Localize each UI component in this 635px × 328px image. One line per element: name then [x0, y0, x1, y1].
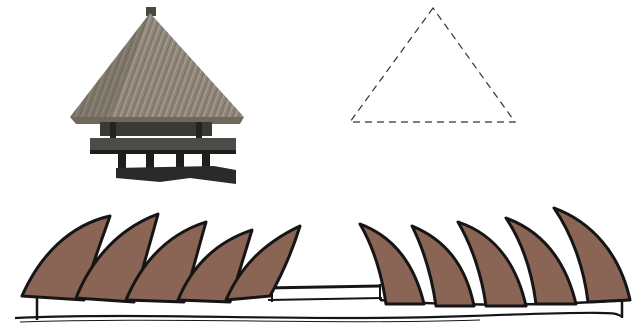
ground-line: [15, 313, 622, 318]
sail-right-1: [360, 224, 424, 304]
dashed-triangle: [350, 8, 515, 122]
roof-segments-sketch: [15, 208, 630, 322]
ground-line-2: [20, 320, 480, 322]
central-span: [265, 286, 380, 288]
hut-base: [116, 166, 236, 184]
thatched-hut-image: [70, 7, 244, 184]
hut-platform-edge: [90, 150, 236, 154]
hut-upper-beam: [100, 122, 212, 136]
hut-platform: [90, 138, 236, 151]
central-span-lower: [268, 298, 382, 300]
